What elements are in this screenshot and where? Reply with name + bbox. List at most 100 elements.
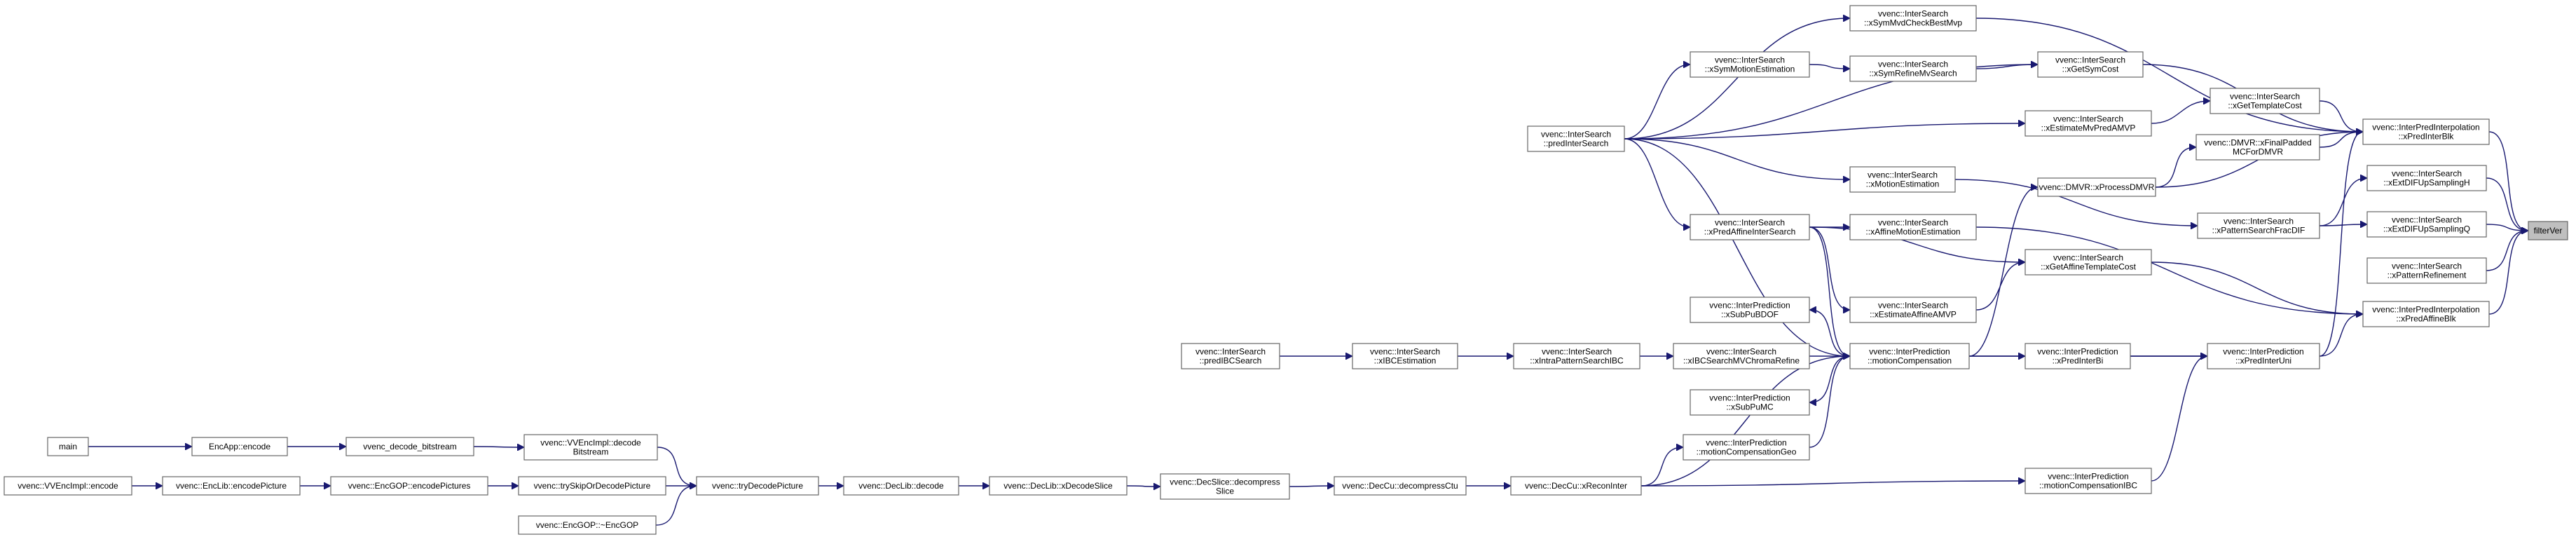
node-box	[843, 476, 959, 496]
node-ip-motion-compensation-ibc[interactable]: vvenc::InterPrediction::motionCompensati…	[2025, 468, 2152, 494]
node-ipi-pred-affine-blk[interactable]: vvenc::InterPredInterpolation::xPredAffi…	[2362, 301, 2490, 327]
node-ip-sub-pu-mc[interactable]: vvenc::InterPrediction::xSubPuMC	[1690, 389, 1810, 416]
node-try-skip-or-decode-picture[interactable]: vvenc::trySkipOrDecodePicture	[518, 476, 666, 496]
node-enc-gop-dtor[interactable]: vvenc::EncGOP::~EncGOP	[518, 515, 657, 535]
node-dec-lib-decode-slice[interactable]: vvenc::DecLib::xDecodeSlice	[989, 476, 1128, 496]
node-label-line: filterVer	[2534, 226, 2563, 236]
node-try-decode-picture[interactable]: vvenc::tryDecodePicture	[696, 476, 819, 496]
node-is-motion-estimation[interactable]: vvenc::InterSearch::xMotionEstimation	[1849, 166, 1956, 193]
edge-ip-pred-inter-uni-to-ipi-pred-affine-blk	[2319, 314, 2362, 357]
node-is-sym-mvd-check-best-mvp[interactable]: vvenc::InterSearch::xSymMvdCheckBestMvp	[1849, 5, 1977, 32]
node-box	[989, 476, 1128, 496]
edge-is-get-template-cost-to-ipi-pred-inter-blk	[2319, 100, 2362, 132]
node-is-sym-motion-estimation[interactable]: vvenc::InterSearch::xSymMotionEstimation	[1690, 51, 1810, 78]
node-is-pattern-refinement[interactable]: vvenc::InterSearch::xPatternRefinement	[2366, 257, 2487, 284]
node-box	[523, 434, 658, 461]
node-label-line: vvenc::InterPredInterpolation	[2372, 305, 2479, 315]
node-enc-lib-encode-picture[interactable]: vvenc::EncLib::encodePicture	[162, 476, 301, 496]
node-label-line: vvenc::EncGOP::encodePictures	[348, 481, 471, 491]
node-is-ibcsearch-mvchroma-refine[interactable]: vvenc::InterSearch::xIBCSearchMVChromaRe…	[1673, 343, 1810, 369]
node-decode-bitstream[interactable]: vvenc_decode_bitstream	[345, 437, 474, 456]
node-is-sym-refine-mv-search[interactable]: vvenc::InterSearch::xSymRefineMvSearch	[1849, 55, 1977, 82]
node-label-line: Slice	[1216, 487, 1234, 496]
node-label-line: EncApp::encode	[209, 442, 270, 451]
node-enc-gop-encode-pictures[interactable]: vvenc::EncGOP::encodePictures	[330, 476, 488, 496]
node-ip-motion-compensation-geo[interactable]: vvenc::InterPrediction::motionCompensati…	[1683, 434, 1810, 461]
node-box	[2025, 468, 2152, 494]
node-is-get-sym-cost[interactable]: vvenc::InterSearch::xGetSymCost	[2037, 51, 2144, 78]
node-is-estimate-affine-amvp[interactable]: vvenc::InterSearch::xEstimateAffineAMVP	[1849, 297, 1977, 323]
node-is-pred-inter-search[interactable]: vvenc::InterSearch::predInterSearch	[1527, 125, 1625, 152]
node-is-pred-ibcsearch[interactable]: vvenc::InterSearch::predIBCSearch	[1181, 343, 1280, 369]
node-filter-ver[interactable]: filterVer	[2528, 221, 2568, 240]
edge-is-pred-affine-inter-search-to-ip-motion-compensation	[1809, 226, 1849, 356]
node-box	[47, 437, 89, 456]
node-label-line: vvenc::VVEncImpl::decode	[540, 438, 641, 448]
node-box	[2207, 343, 2320, 369]
edge-is-pred-inter-search-to-is-sym-mvd-check-best-mvp	[1624, 18, 1849, 140]
node-is-pattern-search-frac-dif[interactable]: vvenc::InterSearch::xPatternSearchFracDI…	[2197, 212, 2320, 239]
edge-is-ext-difup-sampling-q-to-filter-ver	[2486, 224, 2528, 231]
node-label-line: vvenc::InterSearch	[1195, 347, 1266, 357]
node-is-estimate-mv-pred-amvp[interactable]: vvenc::InterSearch::xEstimateMvPredAMVP	[2025, 110, 2152, 137]
node-box	[1690, 214, 1810, 240]
node-is-affine-motion-estimation[interactable]: vvenc::InterSearch::xAffineMotionEstimat…	[1849, 214, 1977, 240]
node-box	[1683, 434, 1810, 461]
node-label-line: vvenc::InterSearch	[2053, 114, 2123, 124]
node-ip-pred-inter-uni[interactable]: vvenc::InterPrediction::xPredInterUni	[2207, 343, 2320, 369]
node-box	[696, 476, 819, 496]
node-label-line: ::xSymRefineMvSearch	[1869, 69, 1957, 79]
node-box	[518, 476, 666, 496]
node-label-line: vvenc::InterSearch	[1706, 347, 1776, 357]
node-is-intra-pattern-search-ibc[interactable]: vvenc::InterSearch::xIntraPatternSearchI…	[1513, 343, 1640, 369]
node-is-get-template-cost[interactable]: vvenc::InterSearch::xGetTemplateCost	[2210, 88, 2320, 114]
node-label-line: ::xEstimateAffineAMVP	[1870, 310, 1957, 320]
node-label-line: vvenc::DecLib::xDecodeSlice	[1003, 481, 1113, 491]
node-label-line: vvenc::trySkipOrDecodePicture	[534, 481, 651, 491]
node-label-line: vvenc::InterPrediction	[1709, 301, 1790, 311]
edge-is-pred-inter-search-to-is-motion-estimation	[1624, 138, 1849, 179]
edge-is-pred-inter-search-to-is-sym-motion-estimation	[1624, 64, 1690, 140]
node-label-line: vvenc::DecSlice::decompress	[1170, 477, 1280, 487]
node-label-line: ::xExtDIFUpSamplingH	[2383, 178, 2469, 188]
node-label-line: vvenc::InterSearch	[2224, 217, 2294, 226]
edge-ip-motion-compensation-to-ip-sub-pu-bdof	[1810, 310, 1851, 357]
node-enc-app-encode[interactable]: EncApp::encode	[191, 437, 288, 456]
node-is-pred-affine-inter-search[interactable]: vvenc::InterSearch::xPredAffineInterSear…	[1690, 214, 1810, 240]
node-ip-sub-pu-bdof[interactable]: vvenc::InterPrediction::xSubPuBDOF	[1690, 297, 1810, 323]
node-label-line: ::xIntraPatternSearchIBC	[1530, 356, 1624, 366]
edge-is-estimate-affine-amvp-to-is-get-affine-template-cost	[1975, 262, 2025, 311]
node-dec-lib-decode[interactable]: vvenc::DecLib::decode	[843, 476, 959, 496]
node-label-line: vvenc_decode_bitstream	[363, 442, 456, 451]
node-main[interactable]: main	[47, 437, 89, 456]
node-is-ext-difup-sampling-h[interactable]: vvenc::InterSearch::xExtDIFUpSamplingH	[2366, 165, 2487, 191]
node-box	[2037, 51, 2144, 78]
node-is-ext-difup-sampling-q[interactable]: vvenc::InterSearch::xExtDIFUpSamplingQ	[2366, 211, 2487, 238]
node-box	[1510, 476, 1642, 496]
node-ipi-pred-inter-blk[interactable]: vvenc::InterPredInterpolation::xPredInte…	[2362, 118, 2490, 145]
node-ip-pred-inter-bi[interactable]: vvenc::InterPrediction::xPredInterBi	[2025, 343, 2131, 369]
node-dec-cu-recon-inter[interactable]: vvenc::DecCu::xReconInter	[1510, 476, 1642, 496]
node-label-line: vvenc::InterSearch	[1868, 170, 1938, 180]
node-label-line: vvenc::InterSearch	[2392, 215, 2462, 225]
node-label-line: vvenc::VVEncImpl::encode	[18, 481, 118, 491]
node-is-get-affine-template-cost[interactable]: vvenc::InterSearch::xGetAffineTemplateCo…	[2025, 249, 2152, 276]
node-label-line: ::xPatternSearchFracDIF	[2212, 226, 2306, 236]
node-vv-enc-impl-encode[interactable]: vvenc::VVEncImpl::encode	[4, 476, 132, 496]
edge-ip-motion-compensation-to-ip-sub-pu-mc	[1810, 355, 1851, 402]
node-box	[162, 476, 301, 496]
node-ip-motion-compensation[interactable]: vvenc::InterPrediction::motionCompensati…	[1849, 343, 1970, 369]
node-is-ibcestimation[interactable]: vvenc::InterSearch::xIBCEstimation	[1352, 343, 1458, 369]
node-box	[2366, 211, 2487, 238]
node-label-line: vvenc::InterPrediction	[2037, 347, 2118, 357]
edge-vv-enc-impl-decode-bitstream-to-try-decode-picture	[657, 447, 696, 486]
node-box	[518, 515, 657, 535]
node-dmvr-process[interactable]: vvenc::DMVR::xProcessDMVR	[2037, 177, 2156, 197]
node-dec-cu-decompress-ctu[interactable]: vvenc::DecCu::decompressCtu	[1334, 476, 1467, 496]
node-label-line: vvenc::InterPrediction	[1706, 438, 1786, 448]
edge-ip-motion-compensation-geo-to-ip-motion-compensation	[1809, 356, 1849, 448]
node-box	[2197, 212, 2320, 239]
